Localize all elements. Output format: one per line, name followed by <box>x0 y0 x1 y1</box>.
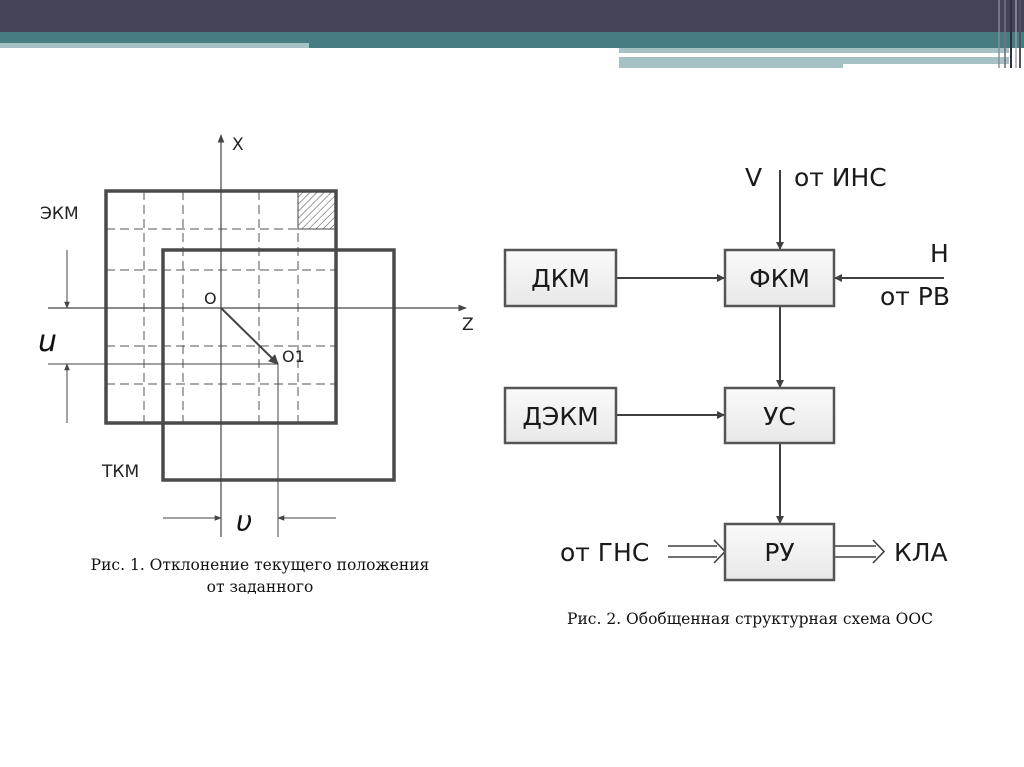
figure1-caption-line1: Рис. 1. Отклонение текущего положения <box>90 556 430 574</box>
origin-label: O <box>204 289 217 308</box>
figure1-caption-line2: от заданного <box>206 578 314 596</box>
header-band-right-gap <box>619 53 971 57</box>
header-band-right-gap2 <box>843 64 1009 69</box>
header-stripe <box>1010 0 1012 68</box>
header-stripe <box>1019 0 1021 68</box>
figure1-caption: Рис. 1. Отклонение текущего положения от… <box>30 554 490 598</box>
block-ru: РУ <box>723 522 836 582</box>
hatched-cell <box>297 190 337 230</box>
double-arrow-gns-to-ru <box>668 539 727 564</box>
header-band-right <box>619 48 1009 53</box>
block-dekm: ДЭКМ <box>503 386 618 445</box>
block-dekm-label: ДЭКМ <box>522 402 598 431</box>
header-band-right-lower <box>619 57 1009 68</box>
block-fkm-label: ФКМ <box>749 264 810 293</box>
u-dimension-label: u <box>38 324 57 359</box>
input-v-label: V <box>745 163 762 192</box>
header-stripe <box>1004 0 1006 68</box>
z-axis-label: Z <box>462 315 474 335</box>
header-band-fade <box>309 32 619 43</box>
header-stripe <box>1015 0 1017 68</box>
ekm-label: ЭКМ <box>40 204 79 224</box>
block-us: УС <box>723 386 836 445</box>
block-us-label: УС <box>763 402 796 431</box>
input-h-label: Н <box>930 239 949 268</box>
input-rv-label: от РВ <box>880 282 950 311</box>
block-fkm: ФКМ <box>723 248 836 308</box>
v-dimension-label: υ <box>236 505 252 538</box>
point-o1-label: O1 <box>282 347 305 366</box>
header-band-light <box>0 43 309 48</box>
figure2-caption: Рис. 2. Обобщенная структурная схема ООС <box>567 610 933 628</box>
input-gns-label: от ГНС <box>560 538 649 567</box>
block-dkm: ДКМ <box>503 248 618 308</box>
tkm-label: ТКМ <box>101 462 139 482</box>
header-band-dark <box>0 0 1024 32</box>
block-dkm-label: ДКМ <box>531 264 590 293</box>
double-arrow-ru-to-kla <box>834 539 886 564</box>
header-stripe <box>998 0 1000 68</box>
x-axis-label: X <box>232 135 244 155</box>
block-ru-label: РУ <box>764 538 794 567</box>
input-ins-label: от ИНС <box>794 163 887 192</box>
displacement-vector <box>220 307 279 365</box>
output-kla-label: КЛА <box>894 538 948 567</box>
